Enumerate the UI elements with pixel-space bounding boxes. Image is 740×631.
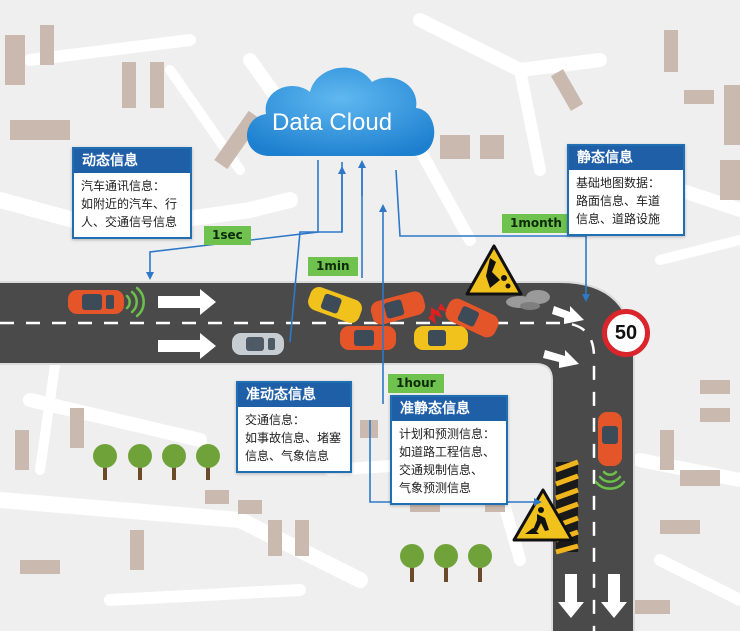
interval-tag-1min: 1min	[308, 257, 358, 276]
fallen-rocks	[506, 290, 550, 310]
static-info-line: 信息、道路设施	[576, 212, 661, 226]
warning-rockfall-icon	[465, 244, 523, 296]
roadwork-warning-icon	[512, 488, 574, 542]
buildings	[5, 25, 740, 614]
static-info-line: 基础地图数据：	[576, 176, 661, 190]
semi-static-info-line: 交通规制信息、	[399, 463, 484, 477]
semi-static-info-line: 气象预测信息	[399, 481, 472, 495]
dynamic-info-line: 人、交通信号信息	[81, 215, 178, 229]
semi-static-info-line: 计划和预测信息：	[399, 427, 496, 441]
car-icon	[68, 287, 622, 466]
semi-dynamic-info-line: 如事故信息、堵塞	[245, 431, 342, 445]
semi-dynamic-info-line: 交通信息：	[245, 413, 306, 427]
static-info-title: 静态信息	[569, 146, 683, 170]
dynamic-info-line: 汽车通讯信息：	[81, 179, 166, 193]
tree-icon	[93, 444, 492, 582]
cloud-icon	[246, 67, 435, 156]
static-info-box: 静态信息 基础地图数据： 路面信息、车道 信息、道路设施	[567, 144, 685, 236]
interval-tag-1month: 1month	[502, 214, 570, 233]
lane-arrows	[158, 289, 627, 618]
semi-dynamic-info-box: 准动态信息 交通信息： 如事故信息、堵塞 信息、气象信息	[236, 381, 352, 473]
semi-static-info-title: 准静态信息	[392, 397, 506, 421]
semi-dynamic-info-line: 信息、气象信息	[245, 449, 330, 463]
cloud-label: Data Cloud	[272, 109, 393, 136]
semi-static-info-line: 如道路工程信息、	[399, 445, 496, 459]
dynamic-info-box: 动态信息 汽车通讯信息： 如附近的汽车、行 人、交通信号信息	[72, 147, 192, 239]
dynamic-info-title: 动态信息	[74, 149, 190, 173]
wireless-signal-icon	[125, 286, 626, 490]
semi-dynamic-info-title: 准动态信息	[238, 383, 350, 407]
dynamic-info-line: 如附近的汽车、行	[81, 197, 178, 211]
interval-tag-1hour: 1hour	[388, 374, 444, 393]
interval-tag-1sec: 1sec	[204, 226, 251, 245]
speed-limit-value: 50	[614, 321, 638, 344]
static-info-line: 路面信息、车道	[576, 194, 661, 208]
speed-limit-sign: 50	[602, 309, 650, 357]
semi-static-info-box: 准静态信息 计划和预测信息： 如道路工程信息、 交通规制信息、 气象预测信息	[390, 395, 508, 505]
